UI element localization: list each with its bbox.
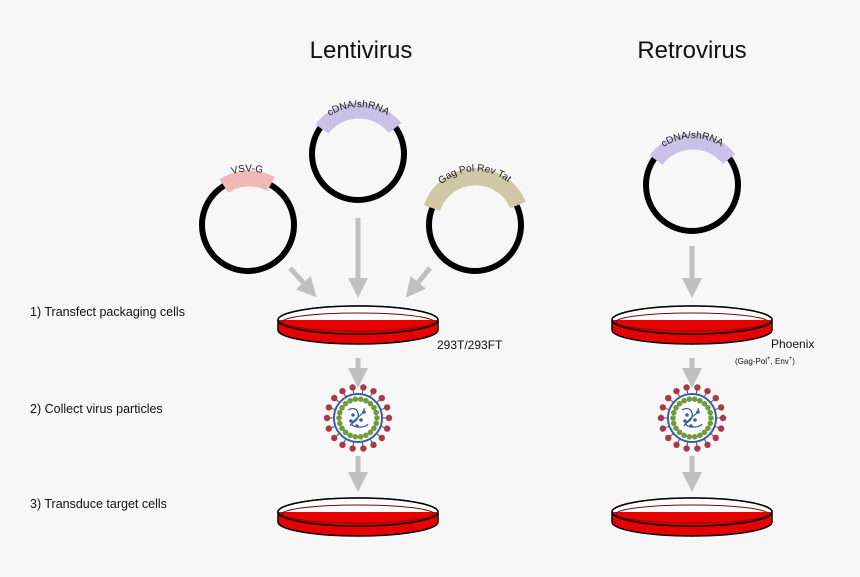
dish-target-right: [611, 497, 773, 537]
title-lentivirus: Lentivirus: [310, 37, 413, 64]
cell-label-293t: 293T/293FT: [437, 338, 503, 352]
step-2-label: 2) Collect virus particles: [30, 402, 163, 416]
title-retrovirus: Retrovirus: [637, 37, 746, 64]
dish-packaging-left: [277, 305, 439, 345]
viruses: [323, 384, 727, 452]
arrows: [288, 218, 702, 492]
cell-label-phoenix-detail: (Gag-Pol+, Env+): [735, 356, 795, 366]
dish-target-left: [277, 497, 439, 537]
dish-packaging-right: [611, 305, 773, 345]
arrow-gag-to-dish: [405, 266, 432, 298]
step-3-label: 3) Transduce target cells: [30, 497, 167, 511]
virus-particle-right: [657, 384, 727, 452]
virus-particle-left: [323, 384, 393, 452]
cell-label-phoenix: Phoenix: [771, 337, 814, 351]
step-1-label: 1) Transfect packaging cells: [30, 305, 185, 319]
dishes: [277, 305, 773, 537]
plasmid-gag-pol-rev-tat: Gag Pol Rev Tat: [423, 163, 526, 274]
arrow-vsvg-to-dish: [288, 266, 317, 298]
plasmid-vsvg: VSV-G: [199, 163, 297, 274]
plasmid-cdna-left: cDNA/shRNA: [309, 99, 407, 203]
plasmid-cdna-right: cDNA/shRNA: [643, 130, 741, 234]
